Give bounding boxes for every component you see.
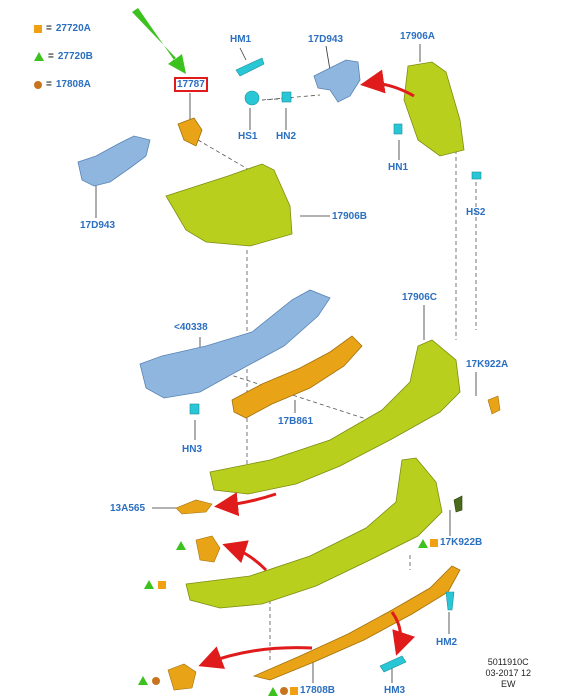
part-lower-bumper <box>185 457 443 609</box>
legend-item-circle: = 17808A <box>34 79 91 90</box>
fastener-hs2 <box>471 171 482 180</box>
part-17808b <box>252 565 461 681</box>
label-hn1: HN1 <box>388 162 409 173</box>
figure-footer: 5011910C 03-2017 12 EW <box>485 657 531 690</box>
part-clip-upper <box>195 535 221 563</box>
label-17d943-left: 17D943 <box>80 220 116 231</box>
clip-lower-symbols <box>138 676 164 685</box>
label-hm2: HM2 <box>436 637 458 648</box>
label-hm1: HM1 <box>230 34 252 45</box>
label-hn3: HN3 <box>182 444 203 455</box>
figure-date: 03-2017 12 <box>485 668 531 678</box>
label-17906c: 17906C <box>402 292 438 303</box>
part-17787 <box>177 117 203 147</box>
triangle-symbol-icon <box>144 580 154 589</box>
lower-bumper-symbols <box>144 580 170 589</box>
legend-code: 27720A <box>55 23 91 34</box>
label-17906b: 17906B <box>332 211 368 222</box>
label-17k922a: 17K922A <box>466 359 509 370</box>
fastener-hm2 <box>445 591 455 611</box>
part-13a565 <box>175 499 213 515</box>
figure-code: 5011910C <box>487 657 529 667</box>
bracket-17d943-top <box>313 59 361 103</box>
triangle-symbol-icon <box>418 538 428 548</box>
label-17808b: 17808B <box>300 685 336 696</box>
fastener-hm3 <box>379 655 407 673</box>
label-hn2: HN2 <box>276 131 297 142</box>
triangle-symbol-icon <box>138 676 148 685</box>
label-hm3: HM3 <box>384 685 406 696</box>
red-arrow-17906a <box>360 69 415 98</box>
fastener-hs1 <box>244 90 260 106</box>
label-17b861: 17B861 <box>278 416 314 427</box>
triangle-symbol-icon <box>268 686 278 696</box>
fastener-hm1 <box>235 57 265 77</box>
square-symbol-icon <box>430 539 438 547</box>
square-symbol-icon <box>290 687 298 695</box>
label-17d943-top: 17D943 <box>308 34 344 45</box>
fastener-hn1 <box>393 123 403 135</box>
fastener-hn2 <box>281 91 292 103</box>
green-pointer-arrow <box>132 8 186 74</box>
label-17k922b-group: 17K922B <box>418 537 482 549</box>
triangle-symbol-icon <box>34 52 44 61</box>
part-17b861 <box>231 335 363 419</box>
legend-code: 17808A <box>55 79 91 90</box>
label-13a565: 13A565 <box>110 503 146 514</box>
label-17787-highlighted: 17787 <box>174 77 208 92</box>
label-40338: <40338 <box>174 322 208 333</box>
fastener-hn3 <box>189 403 200 415</box>
part-17k922a <box>487 395 501 415</box>
bracket-17d943-left <box>77 135 151 187</box>
solid-leader-lines <box>95 44 477 683</box>
square-symbol-icon <box>158 580 166 589</box>
red-arrow-hm3 <box>390 611 416 656</box>
figure-region: EW <box>500 679 516 689</box>
part-40338 <box>139 289 331 399</box>
legend-item-square: = 27720A <box>34 23 91 34</box>
circle-symbol-icon <box>280 687 288 695</box>
legend-code: 27720B <box>57 51 93 62</box>
label-17808b-group: 17808B <box>268 685 335 697</box>
label-17k922b: 17K922B <box>440 537 483 548</box>
part-17k922b <box>453 495 463 513</box>
circle-symbol-icon <box>152 676 160 685</box>
red-arrow-clip-lower <box>198 646 313 669</box>
square-symbol-icon <box>34 24 42 33</box>
red-arrow-clip-upper <box>222 540 268 572</box>
label-hs1: HS1 <box>238 131 258 142</box>
label-hs2: HS2 <box>466 207 486 218</box>
part-clip-lower <box>167 663 197 691</box>
triangle-symbol-icon <box>176 541 186 550</box>
clip-upper-symbols <box>176 541 190 550</box>
part-17906c <box>209 339 461 495</box>
red-arrow-13a565 <box>214 492 277 517</box>
label-17906a: 17906A <box>400 31 436 42</box>
circle-symbol-icon <box>34 80 42 89</box>
legend-item-triangle: = 27720B <box>34 51 93 62</box>
part-17906a <box>403 61 465 157</box>
part-17906b <box>165 163 293 247</box>
